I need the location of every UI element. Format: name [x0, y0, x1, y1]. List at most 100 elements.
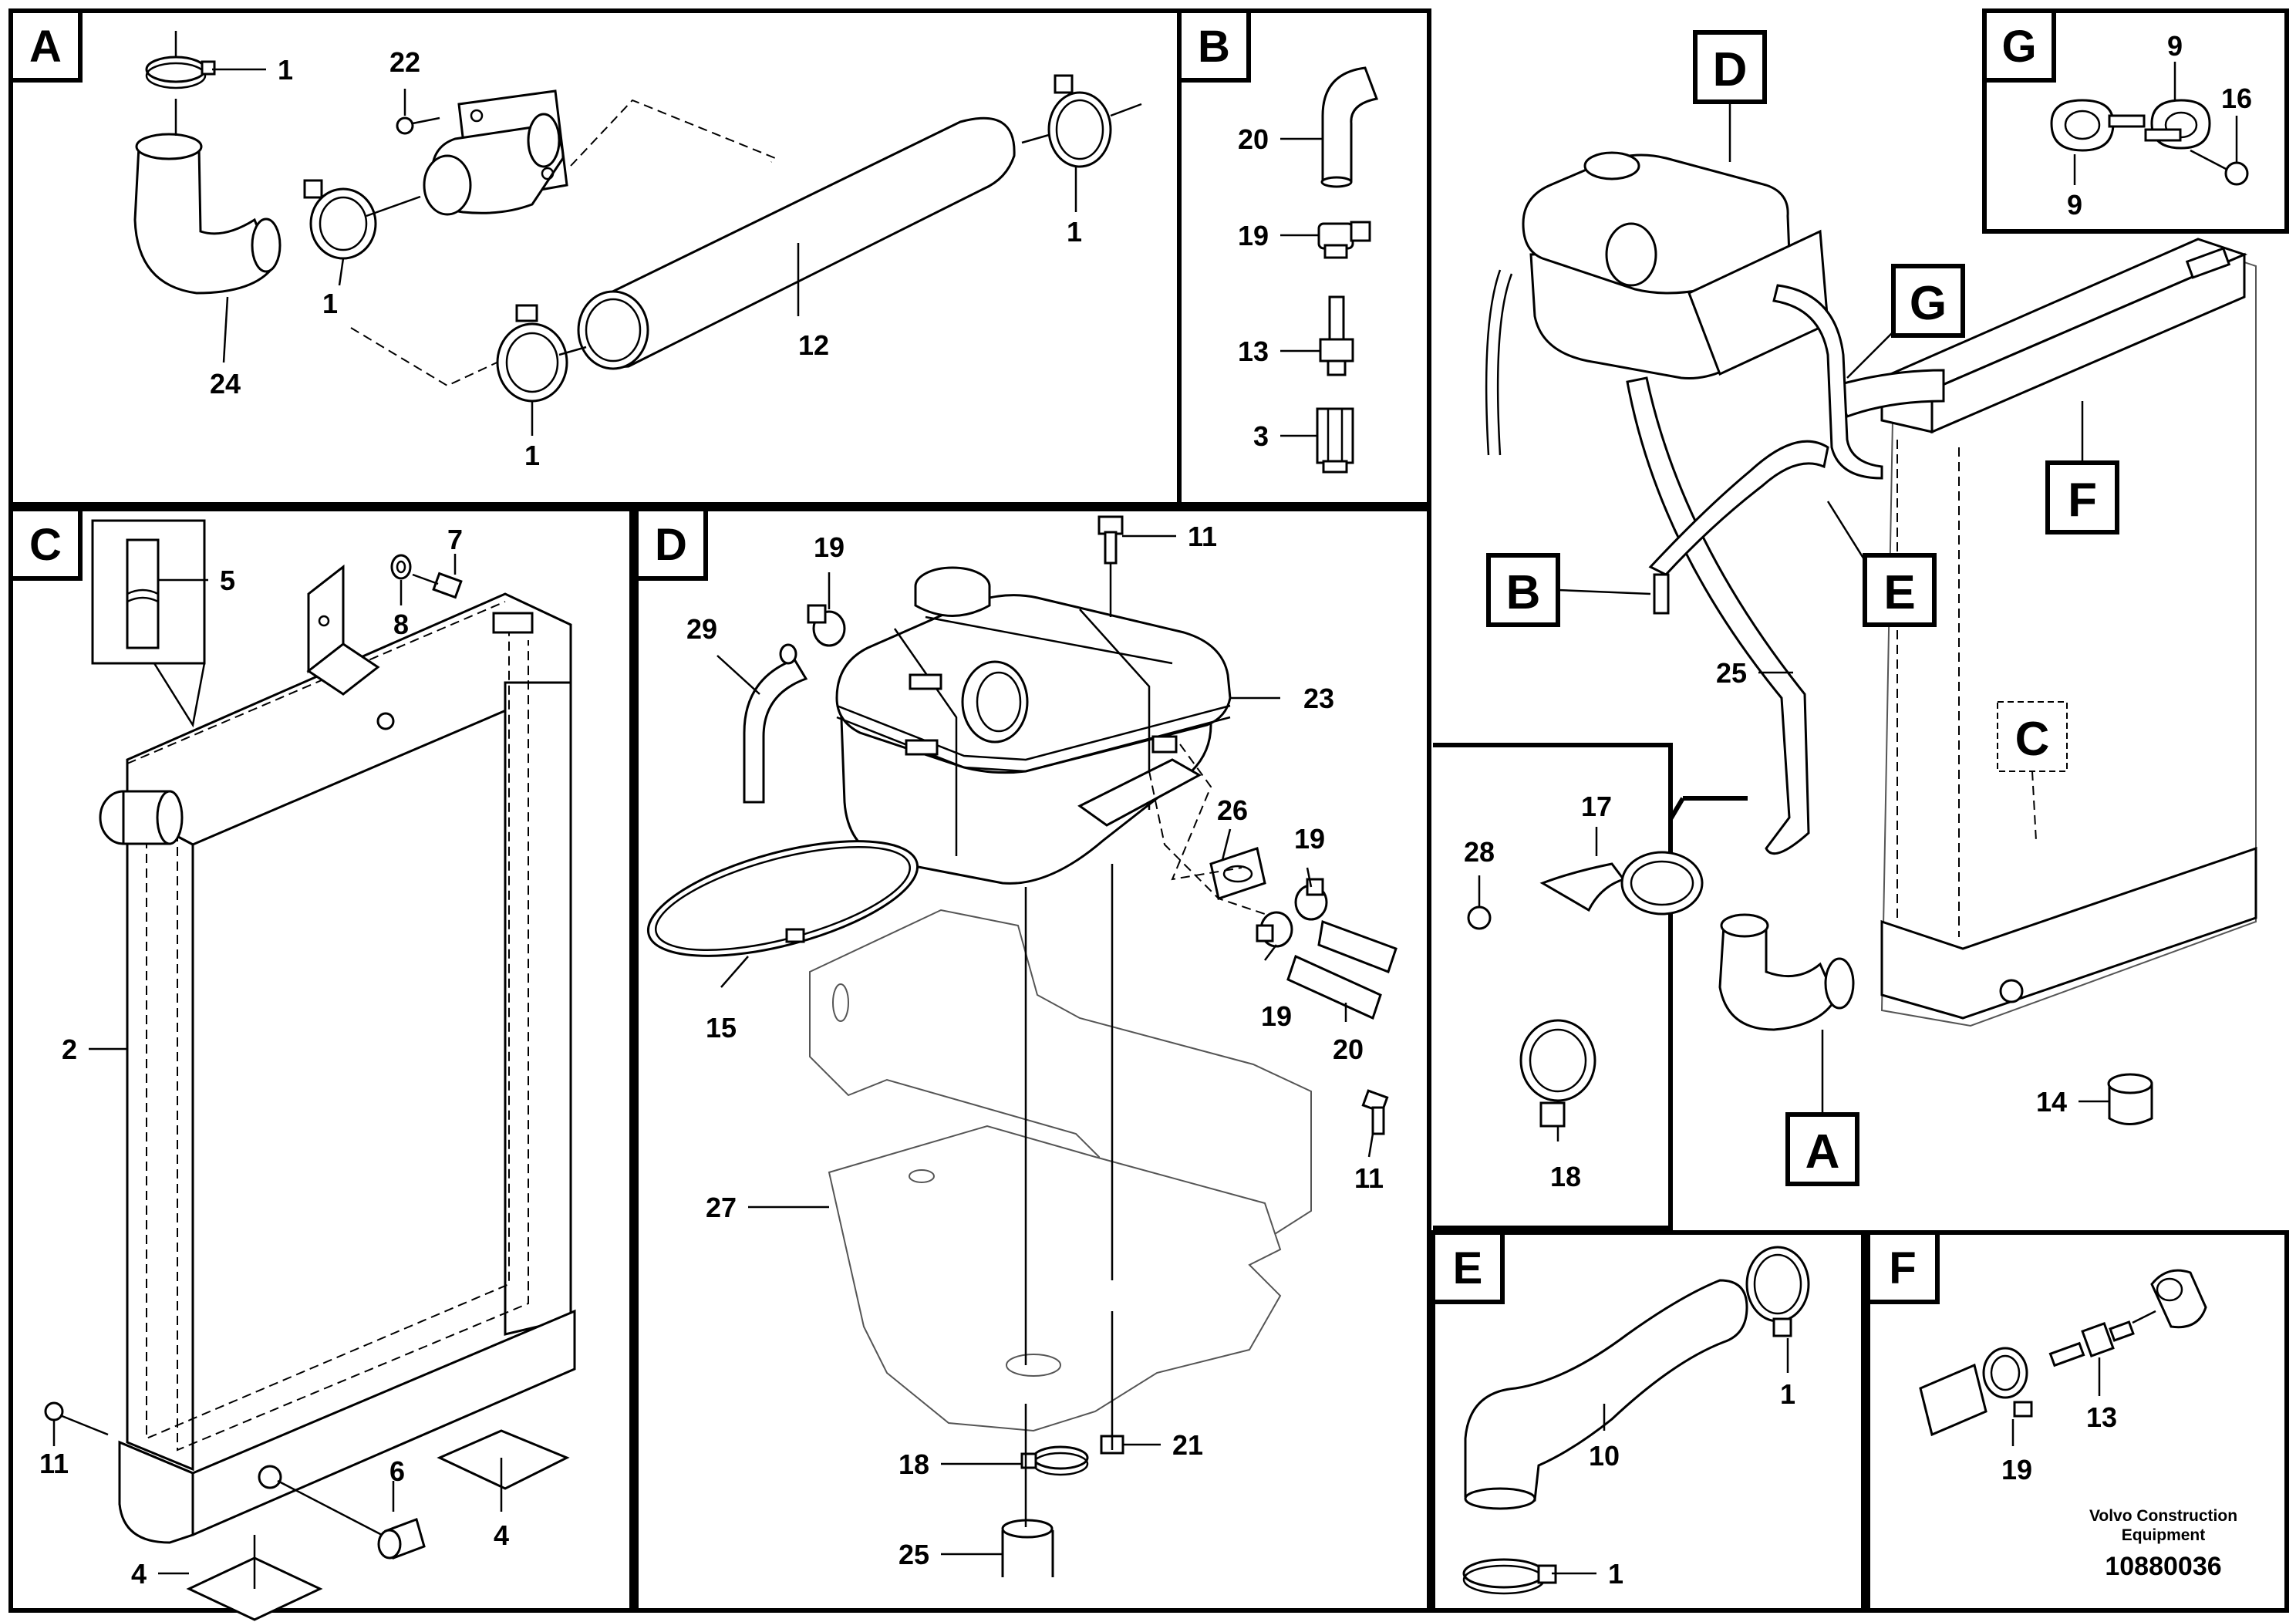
label-overview-spacer-14: 14 — [2036, 1086, 2067, 1118]
panel-a-labels: 1 22 1 1 1 12 24 — [210, 46, 1082, 471]
tank-bracket-icon — [809, 909, 1312, 1432]
screw-11-icon — [44, 1401, 109, 1436]
screw-16-icon — [2190, 149, 2249, 186]
panel-frames — [8, 8, 2289, 1613]
overview-assembly — [1485, 151, 2257, 1031]
label-f-clamp-19: 19 — [2001, 1454, 2032, 1485]
label-b-clamp-19: 19 — [1238, 220, 1269, 251]
panel-f-leaders — [2011, 1357, 2101, 1446]
spacer-14-icon — [2107, 1073, 2153, 1125]
label-d-clamp-18: 18 — [899, 1448, 929, 1480]
panel-b-frame — [1177, 8, 1431, 507]
label-a-clamp-right: 1 — [1067, 216, 1082, 248]
radiator-overview-icon — [1878, 238, 2257, 1027]
label-a-screw-22: 22 — [389, 46, 420, 78]
overview-labels: 25 17 28 18 14 — [1464, 657, 2067, 1192]
label-c-screw-11: 11 — [39, 1448, 69, 1479]
panel-c-letter: C — [29, 520, 62, 570]
overview-callouts: D G F B E C A — [1486, 30, 2119, 1186]
label-e-clamp-1-top: 1 — [1780, 1378, 1795, 1410]
nipple-13-f-icon — [2048, 1320, 2135, 1367]
label-a-pipe-12: 12 — [798, 329, 829, 361]
footer-credit: Volvo Construction Equipment 10880036 — [2089, 1507, 2237, 1581]
panel-a-dash-bottom — [350, 327, 506, 387]
callout-b: B — [1506, 566, 1541, 619]
panel-d-frame — [634, 507, 1431, 1613]
panel-g-frame — [1982, 8, 2289, 234]
expansion-tank-icon — [835, 566, 1232, 885]
label-d-hose-29: 29 — [686, 613, 717, 645]
label-a-clamp-top: 1 — [278, 54, 293, 86]
union-nut-icon — [1316, 407, 1354, 474]
overview-leaders — [1478, 671, 2109, 1141]
hose-nipple-icon — [1319, 295, 1354, 376]
label-c-strip-5: 5 — [220, 565, 235, 596]
panel-d-letter: D — [655, 520, 687, 570]
clamp-19-f-icon — [1982, 1347, 2033, 1418]
callout-d: D — [1713, 43, 1748, 96]
callout-g: G — [1910, 277, 1947, 330]
credit-line-1: Volvo Construction — [2089, 1507, 2237, 1525]
document-number: 10880036 — [2105, 1552, 2221, 1581]
tank-strap-icon — [646, 840, 919, 957]
label-c-radiator-2: 2 — [62, 1034, 77, 1065]
label-overview-clamp-17: 17 — [1581, 791, 1612, 822]
panel-a-letter: A — [29, 22, 62, 72]
hose-29-end-icon — [779, 643, 797, 665]
label-b-hose-20: 20 — [1238, 123, 1269, 155]
panel-d-parts — [646, 515, 1397, 1577]
clamp-19-icon — [1317, 221, 1371, 259]
panel-a-dash-top — [570, 99, 777, 167]
mounting-bracket-icon — [306, 564, 380, 696]
label-d-grommet-26: 26 — [1217, 794, 1248, 826]
panel-d-leaders — [716, 534, 1374, 1556]
label-c-screw-7: 7 — [447, 524, 463, 555]
label-e-clamp-1-bottom: 1 — [1608, 1558, 1623, 1590]
label-g-screw-16: 16 — [2221, 83, 2252, 114]
panel-b-leaders — [1280, 137, 1323, 437]
drain-plug-icon — [277, 1479, 426, 1560]
panel-f-parts — [1919, 1269, 2207, 1437]
label-g-clip-9-top: 9 — [2167, 30, 2183, 62]
panel-f-letter: F — [1889, 1243, 1916, 1293]
label-d-clamp-19-top: 19 — [814, 531, 845, 563]
label-c-pad-4-right: 4 — [494, 1519, 509, 1551]
label-d-bolt-11-right: 11 — [1354, 1162, 1384, 1194]
label-d-hose-25: 25 — [899, 1539, 929, 1570]
screw-28-icon — [1467, 905, 1492, 930]
clamp-17-icon — [1539, 851, 1704, 916]
clamp-top-icon — [145, 31, 216, 89]
label-c-washer-8: 8 — [393, 609, 409, 640]
panel-d-labels: 19 11 29 23 26 19 19 20 15 11 27 18 21 2… — [686, 521, 1384, 1570]
credit-line-2: Equipment — [2122, 1526, 2206, 1544]
label-b-nipple-13: 13 — [1238, 336, 1269, 367]
strip-detail-box — [91, 519, 206, 728]
panel-c-leaders — [52, 554, 503, 1589]
label-d-tank-23: 23 — [1303, 683, 1334, 714]
label-overview-clamp-18: 18 — [1550, 1161, 1581, 1192]
clamp-1-bottom-icon — [1462, 1558, 1557, 1595]
panel-c-labels: 5 7 8 2 11 6 4 4 — [39, 524, 509, 1590]
panel-b-parts — [1316, 66, 1379, 474]
hose-20-icon — [1321, 66, 1379, 183]
panel-g-parts — [2050, 99, 2249, 186]
elbow-hose-icon — [133, 99, 282, 295]
clamp-right-icon — [1021, 74, 1142, 168]
label-g-clip-9-bottom: 9 — [2067, 189, 2082, 221]
panel-b-letter: B — [1198, 22, 1230, 72]
fitting-b-overview-icon — [1653, 573, 1670, 615]
clamp-mid-icon — [496, 304, 587, 403]
panel-a-leaders — [212, 68, 1077, 436]
callout-e: E — [1883, 566, 1915, 619]
hose-20-lower-icon — [1286, 954, 1382, 1020]
panel-a-parts — [133, 31, 1142, 403]
panel-e-leaders — [1552, 1338, 1789, 1575]
radiator-core-icon — [99, 592, 576, 1544]
hose-20-upper-icon — [1317, 919, 1397, 973]
grommet-26-icon — [1209, 847, 1266, 900]
clip-9-left-icon — [2050, 99, 2146, 152]
hose-29-icon — [743, 658, 808, 804]
hose-b-overview-icon — [1648, 440, 1829, 576]
straight-pipe-icon — [577, 116, 1016, 370]
panel-f-labels: 13 19 — [2001, 1401, 2117, 1485]
